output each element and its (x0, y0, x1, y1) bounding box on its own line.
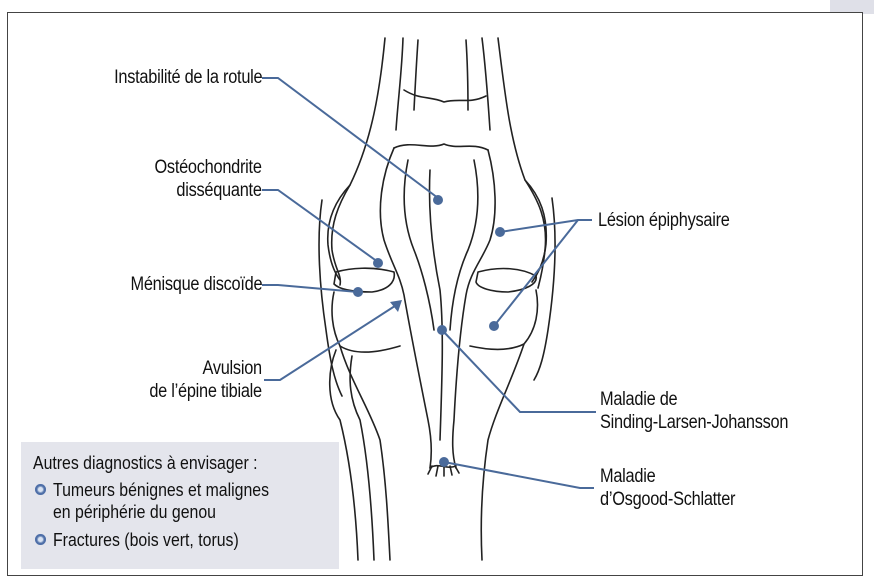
label-osteochondrite: Ostéochondrite disséquante (155, 156, 262, 202)
patella-inner-3 (429, 170, 442, 440)
list-item-text: Tumeurs bénignes et malignes (53, 479, 269, 501)
knee-drawing (319, 38, 555, 560)
meniscus-right (476, 269, 536, 292)
tibia-plateau-right (470, 290, 538, 350)
label-avulsion: Avulsion de l’épine tibiale (149, 357, 262, 403)
tendon-fibre-2 (466, 40, 468, 110)
patella-right (453, 150, 495, 468)
label-avulsion-line2: de l’épine tibiale (149, 380, 262, 403)
list-item-text: Fractures (bois vert, torus) (53, 529, 239, 551)
dot-sinding (437, 325, 447, 335)
list-item-text: en périphérie du genou (53, 501, 216, 523)
patella-top (394, 144, 488, 150)
tendon-fibre-1 (414, 40, 418, 110)
list-item: Fractures (bois vert, torus) (33, 529, 339, 551)
label-sinding-larsen: Maladie de Sinding-Larsen-Johansson (600, 388, 788, 434)
label-osgood-line1: Maladie (600, 465, 735, 488)
fibula-inner (350, 356, 374, 560)
label-menisque-discoide: Ménisque discoïde (130, 273, 262, 296)
tibia-right (481, 344, 524, 560)
bullet-icon (35, 484, 46, 495)
dot-osteo (373, 258, 383, 268)
dot-epiphysaire-2 (489, 321, 499, 331)
label-instabilite-rotule: Instabilité de la rotule (114, 66, 262, 89)
label-sinding-line1: Maladie de (600, 388, 788, 411)
tibia-plateau (332, 292, 400, 352)
leader-osgood (444, 462, 594, 488)
femur-right-contour (498, 38, 546, 288)
label-osteochondrite-line2: disséquante (155, 179, 262, 202)
list-item: Tumeurs bénignes et malignes en périphér… (33, 479, 339, 523)
dot-osgood (439, 457, 449, 467)
arrow-avulsion (390, 300, 402, 312)
meniscus-left (334, 268, 394, 292)
medial-condyle (328, 185, 350, 280)
label-sinding-line2: Sinding-Larsen-Johansson (600, 411, 788, 434)
dot-menisque (353, 287, 363, 297)
other-diagnoses-box: Autres diagnostics à envisager : Tumeurs… (21, 442, 339, 569)
other-diagnoses-title: Autres diagnostics à envisager : (33, 452, 302, 474)
leader-rotule (262, 78, 438, 198)
leader-sinding (442, 330, 596, 412)
tendon-right (482, 38, 490, 130)
label-avulsion-line1: Avulsion (149, 357, 262, 380)
label-osgood-line2: d’Osgood-Schlatter (600, 488, 735, 511)
tendon-left (396, 38, 403, 130)
bullet-icon (35, 534, 46, 545)
dot-rotule (433, 195, 443, 205)
tuft (428, 466, 459, 476)
dot-epiphysaire-1 (495, 227, 505, 237)
label-lesion-epiphysaire: Lésion épiphysaire (598, 209, 730, 232)
label-osteochondrite-line1: Ostéochondrite (155, 156, 262, 179)
patella-left (380, 148, 431, 468)
label-osgood-schlatter: Maladie d’Osgood-Schlatter (600, 465, 735, 511)
tendon-junction (404, 90, 486, 102)
leader-epiphysaire-2 (494, 220, 578, 326)
